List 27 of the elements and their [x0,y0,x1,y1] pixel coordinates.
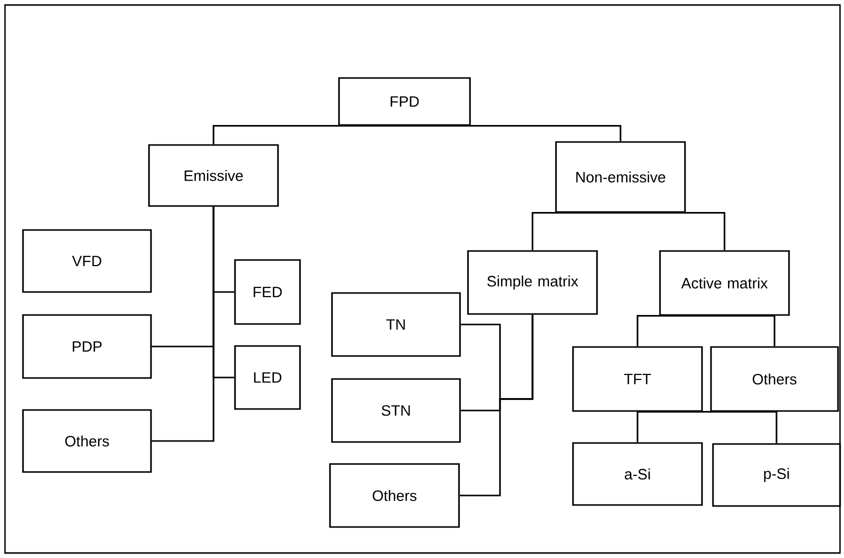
connector-line [636,412,638,442]
category-box: a-Si [572,442,703,506]
connector-line [152,206,214,442]
category-box: FED [234,259,301,325]
connector-line [636,315,704,346]
connector-line [638,411,778,444]
category-box: Active matrix [659,250,790,316]
connector-line [704,315,776,346]
category-box: LED [234,345,301,410]
category-box: Others [22,409,152,473]
connector-line [404,125,622,142]
category-box: Others [710,346,839,412]
category-box: PDP [22,314,152,379]
category-box: TFT [572,346,703,412]
connector-line [532,212,620,250]
category-box: Non-emissive [555,141,686,213]
connector-line [460,314,534,496]
category-box: Emissive [148,144,279,207]
category-box: VFD [22,229,152,293]
category-box: Others [329,463,460,528]
category-box: Simple matrix [467,250,598,315]
connector-line [212,125,404,144]
connector-line [620,212,726,250]
category-box: STN [331,378,461,443]
category-box: TN [331,292,461,357]
category-box: FPD [338,77,471,126]
category-box: p-Si [712,443,841,507]
